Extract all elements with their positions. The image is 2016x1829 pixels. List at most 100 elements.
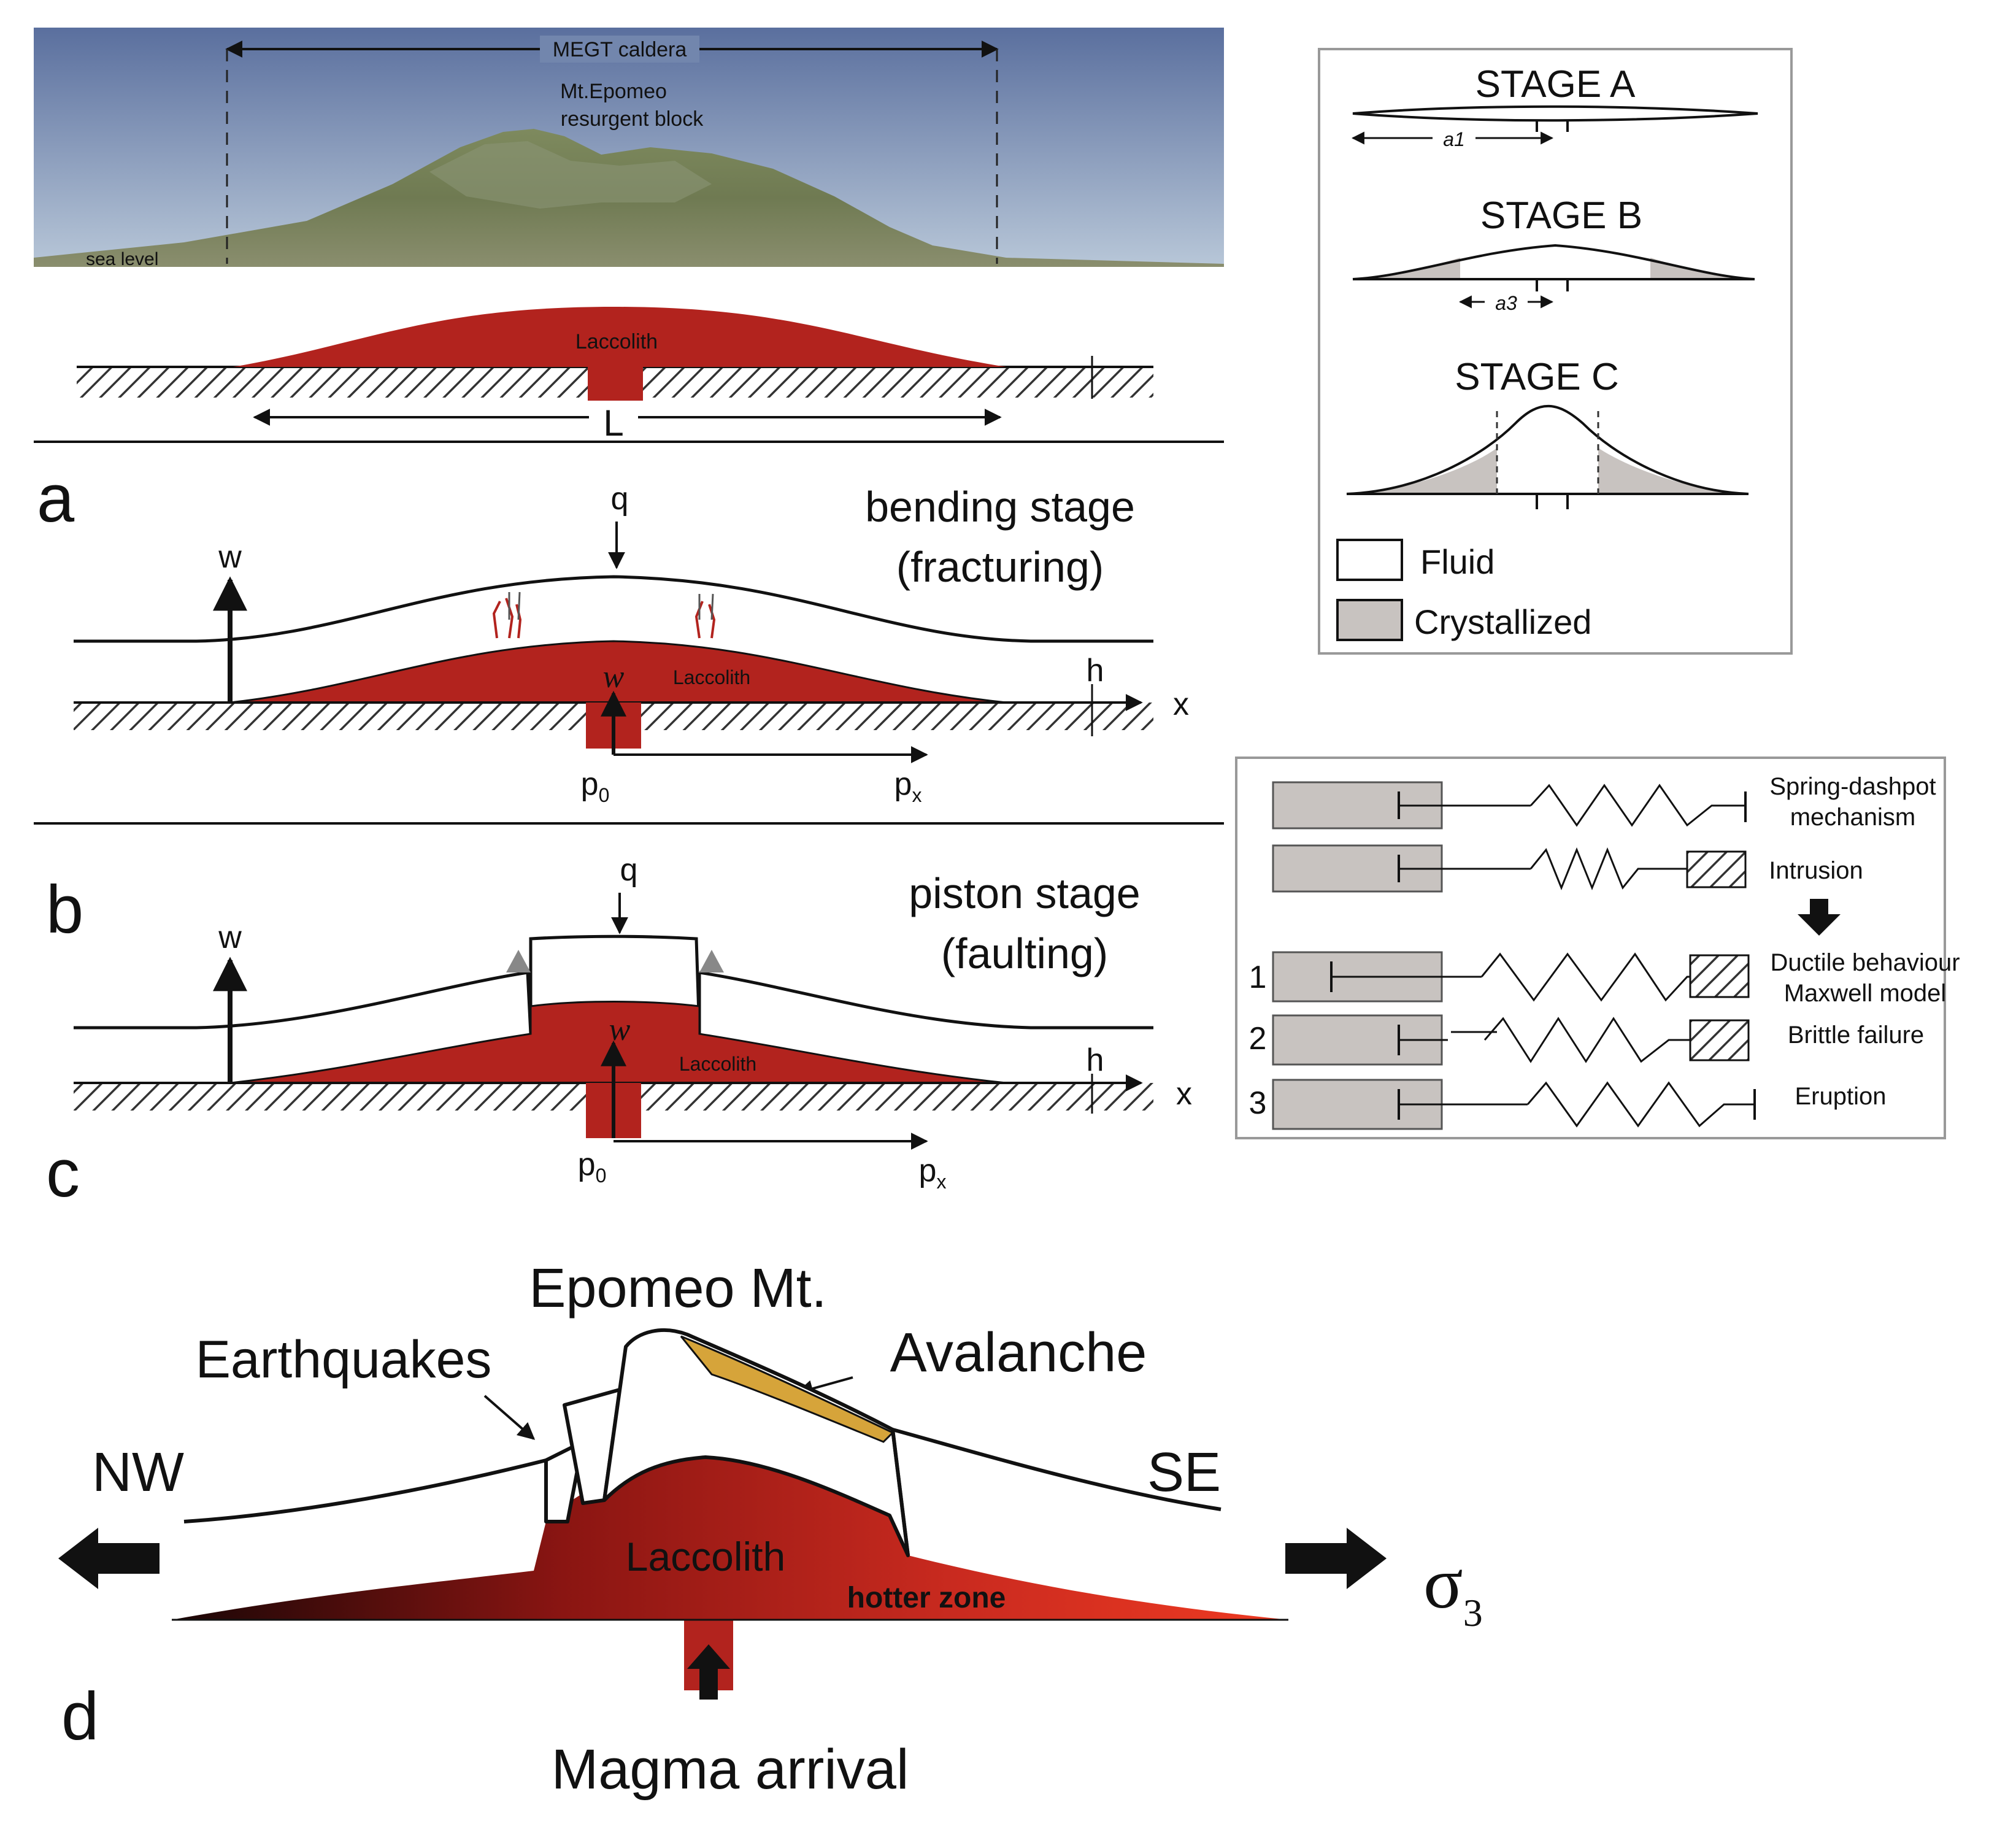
stage-c-outline bbox=[1346, 404, 1749, 495]
panel-c-stage-title: piston stage bbox=[909, 869, 1140, 917]
resurgent-block-label: resurgent block bbox=[561, 107, 704, 131]
sigma-label: σ3 bbox=[1423, 1542, 1483, 1635]
panel-c-letter: c bbox=[46, 1136, 80, 1211]
brittle-label: Brittle failure bbox=[1788, 1022, 1924, 1049]
se-label: SE bbox=[1147, 1442, 1221, 1503]
nw-extension-arrow bbox=[58, 1528, 160, 1589]
intrusion-block-2 bbox=[1686, 850, 1747, 888]
panel-a-stage-title: bending stage bbox=[865, 483, 1135, 531]
panel-d: d Epomeo Mt. Earthquakes Avalanche NW SE… bbox=[58, 1258, 1483, 1801]
panel-a-fractures-left-gray bbox=[508, 591, 521, 620]
hotter-zone-label: hotter zone bbox=[847, 1582, 1006, 1614]
panel-d-laccolith-label: Laccolith bbox=[626, 1534, 786, 1579]
mechanism-box: Spring-dashpot mechanism Intrusion 1 Duc… bbox=[1235, 757, 1960, 1139]
stages-box: STAGE A a1 STAGE B a3 STAGE C Fluid Crys… bbox=[1318, 48, 1793, 655]
stage-b-dim-bg bbox=[1485, 290, 1528, 314]
stage-a-dim-bg bbox=[1433, 126, 1475, 150]
panel-a-laccolith-label: Laccolith bbox=[673, 666, 750, 688]
length-label-bg bbox=[589, 402, 638, 436]
panel-c-vent-left bbox=[506, 950, 531, 972]
mechanism-title-1: Spring-dashpot bbox=[1769, 773, 1936, 800]
panel-b-letter: b bbox=[46, 872, 83, 947]
caldera-label: MEGT caldera bbox=[553, 38, 687, 61]
mt-epomeo-label: Mt.Epomeo bbox=[560, 80, 667, 103]
intrusion-down-arrow bbox=[1798, 899, 1841, 936]
avalanche-label: Avalanche bbox=[890, 1322, 1147, 1384]
panel-c-stage-subtitle: (faulting) bbox=[941, 930, 1108, 977]
magma-arrival-arrow bbox=[687, 1644, 730, 1700]
top-feeder-conduit bbox=[588, 367, 643, 401]
stage-b-title: STAGE B bbox=[1480, 194, 1642, 237]
panel-a-q-label: q bbox=[611, 481, 629, 517]
panel-d-letter: d bbox=[61, 1679, 99, 1754]
panel-c-vent-right bbox=[699, 950, 724, 972]
row-2-number: 2 bbox=[1249, 1021, 1267, 1057]
row-3-number: 3 bbox=[1249, 1085, 1267, 1121]
panel-a-laccolith-body bbox=[229, 640, 1007, 704]
panel-a-fractures-right-gray bbox=[698, 593, 714, 620]
panel-d-laccolith-body bbox=[172, 1457, 1288, 1620]
panel-a-fractures-left bbox=[492, 598, 522, 639]
panel-a-x-label: x bbox=[1173, 687, 1189, 722]
panel-d-epomeo-block bbox=[602, 1328, 910, 1557]
panel-c-x-label: x bbox=[1176, 1076, 1192, 1112]
panel-a-letter: a bbox=[37, 461, 75, 536]
spring-4 bbox=[1483, 1017, 1690, 1063]
nw-label: NW bbox=[92, 1442, 184, 1503]
caldera-label-bg bbox=[540, 36, 699, 63]
panel-c-h-label: h bbox=[1087, 1042, 1104, 1078]
panel-a-p0-label: p0 bbox=[581, 766, 610, 806]
intrusion-label: Intrusion bbox=[1769, 857, 1863, 884]
stage-b-fluid bbox=[1460, 245, 1650, 279]
earthquakes-label: Earthquakes bbox=[196, 1330, 492, 1389]
panel-c: b c piston stage (faulting) q w w Laccol… bbox=[46, 852, 1192, 1211]
stage-b-dim-label: a3 bbox=[1495, 292, 1517, 314]
mechanism-title-2: mechanism bbox=[1790, 804, 1916, 831]
panel-a-px-label: px bbox=[895, 766, 922, 806]
panel-d-crust-right bbox=[892, 1428, 1222, 1511]
panel-a-fractures-right bbox=[694, 601, 716, 639]
panel-d-crust-left bbox=[183, 1458, 547, 1523]
stage-a-shape bbox=[1352, 105, 1758, 122]
stage-a-title: STAGE A bbox=[1475, 63, 1636, 106]
legend-fluid-label: Fluid bbox=[1420, 542, 1495, 581]
legend-fluid-swatch bbox=[1336, 539, 1403, 581]
panel-c-w-mid-label: w bbox=[609, 1012, 631, 1047]
spring-3 bbox=[1480, 952, 1690, 1002]
panel-a: a bending stage (fracturing) q w w Lacco… bbox=[37, 461, 1189, 806]
panel-c-px-label: px bbox=[919, 1153, 947, 1193]
legend-crystallized-label: Crystallized bbox=[1414, 603, 1591, 641]
stage-b-outline bbox=[1352, 244, 1755, 280]
panel-c-crust-top-left bbox=[74, 971, 528, 1030]
panel-a-crust-top bbox=[74, 575, 1153, 643]
mountain-highlight bbox=[429, 141, 712, 209]
photo-panel: MEGT caldera Mt.Epomeo resurgent block s… bbox=[34, 28, 1224, 269]
row-1-number: 1 bbox=[1249, 960, 1267, 995]
panel-c-laccolith-label: Laccolith bbox=[679, 1053, 756, 1075]
se-extension-arrow bbox=[1285, 1528, 1387, 1589]
earthquakes-pointer bbox=[483, 1395, 536, 1440]
panel-c-w-axis-label: w bbox=[218, 920, 242, 955]
eruption-label: Eruption bbox=[1795, 1083, 1887, 1110]
magma-arrival-label: Magma arrival bbox=[552, 1738, 909, 1801]
panel-c-p0-label: p0 bbox=[578, 1147, 607, 1187]
legend-crystallized-swatch bbox=[1336, 599, 1403, 641]
stage-a-dim-label: a1 bbox=[1443, 128, 1465, 150]
panel-a-w-axis-label: w bbox=[218, 539, 242, 575]
ductile-label-2: Maxwell model bbox=[1784, 980, 1947, 1007]
intrusion-block-4 bbox=[1689, 1019, 1750, 1061]
panel-d-fault-right bbox=[891, 1429, 910, 1556]
panel-a-stage-subtitle: (fracturing) bbox=[896, 543, 1104, 591]
top-laccolith-body bbox=[233, 307, 1006, 367]
stage-c-title: STAGE C bbox=[1455, 356, 1619, 398]
spring-2 bbox=[1529, 847, 1687, 891]
top-laccolith-model: Laccolith L bbox=[77, 307, 1153, 444]
panel-c-q-label: q bbox=[620, 852, 638, 888]
sea-level-label: sea level bbox=[86, 249, 158, 269]
intrusion-block-3 bbox=[1689, 954, 1750, 998]
panel-a-w-mid-label: w bbox=[603, 660, 625, 695]
panel-c-crust-top-right bbox=[699, 971, 1153, 1030]
length-label: L bbox=[603, 402, 623, 444]
spring-1 bbox=[1529, 784, 1745, 827]
